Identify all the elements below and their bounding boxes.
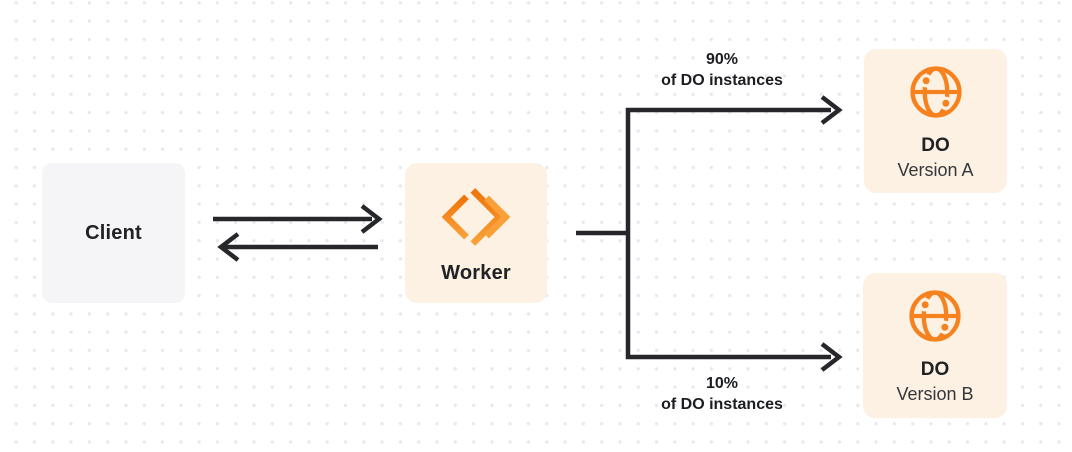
do-a-title: DO <box>921 134 950 156</box>
arrow-to-version-b-head-icon <box>820 342 843 372</box>
arrow-worker-to-client-head-icon <box>217 232 240 262</box>
do-a-subtitle: Version A <box>897 159 974 180</box>
split-bottom-label: 10% of DO instances <box>612 373 832 415</box>
globe-icon <box>905 286 965 346</box>
arrow-to-version-a-head-icon <box>820 95 843 125</box>
worker-label: Worker <box>441 261 511 284</box>
arrow-client-to-worker-head-icon <box>360 204 383 234</box>
globe-icon <box>906 62 966 122</box>
split-bottom-percent: 10% <box>705 375 739 392</box>
client-node: Client <box>42 163 185 303</box>
client-label: Client <box>85 221 142 244</box>
worker-node: Worker <box>405 163 547 303</box>
split-top-caption: of DO instances <box>661 72 783 89</box>
do-b-subtitle: Version B <box>896 384 974 404</box>
do-version-a-node: DO Version A <box>864 49 1007 193</box>
do-version-b-node: DO Version B <box>863 273 1007 418</box>
workers-chevron-icon <box>441 182 511 252</box>
split-top-percent: 90% <box>705 51 739 68</box>
do-b-title: DO <box>920 359 950 380</box>
split-top-label: 90% of DO instances <box>612 49 832 91</box>
split-bottom-caption: of DO instances <box>661 396 783 413</box>
split-branch-lines <box>625 107 831 360</box>
